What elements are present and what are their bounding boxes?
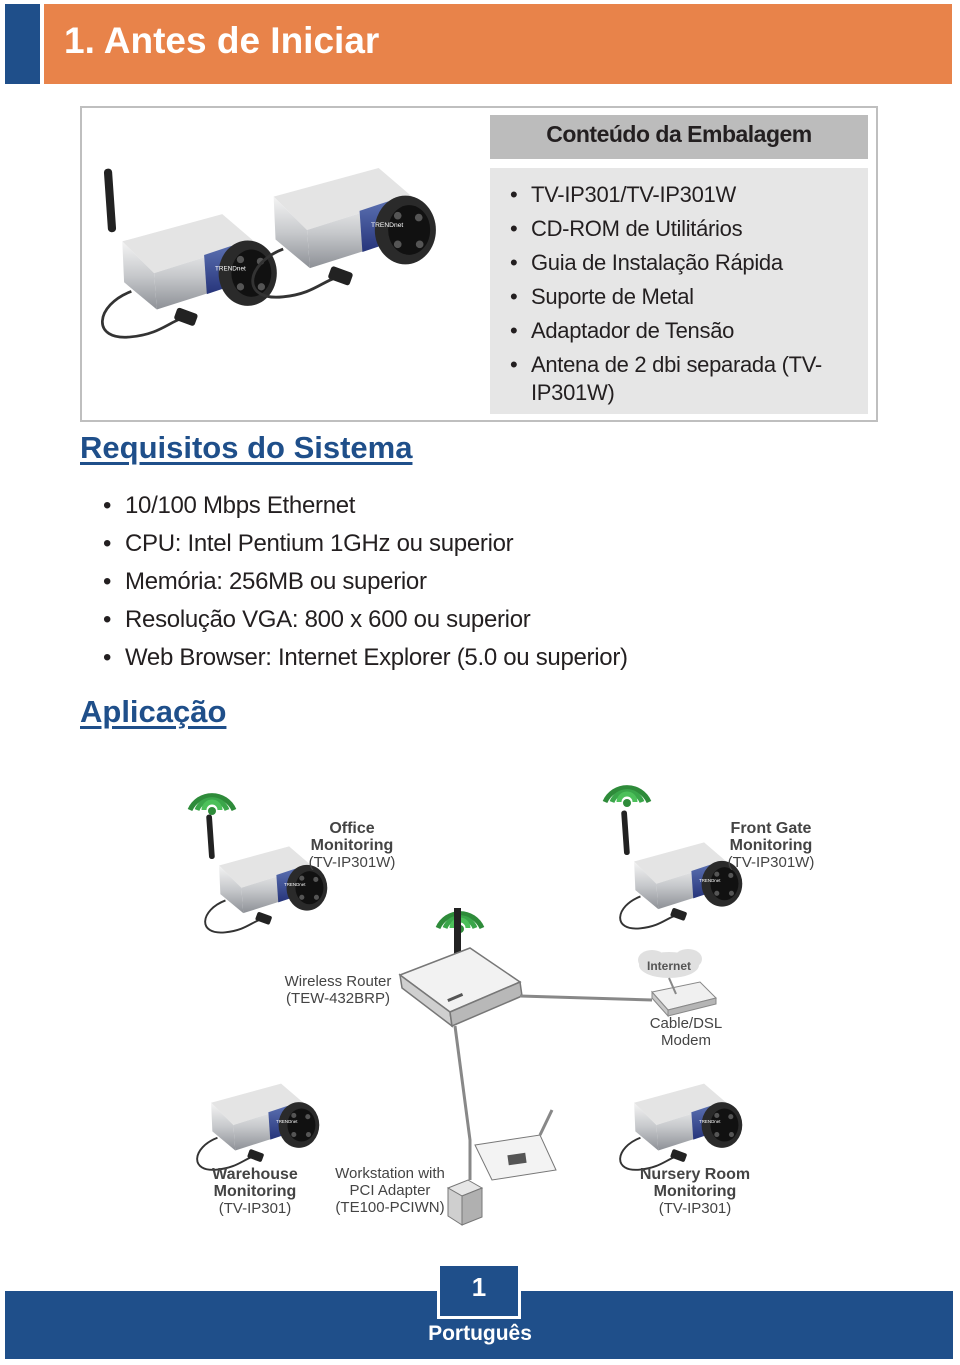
header-accent-block — [5, 4, 40, 84]
warehouse-label-line1: Warehouse — [212, 1166, 298, 1183]
warehouse-label-line2: Monitoring — [213, 1183, 297, 1200]
router-label-line1: Wireless Router — [284, 973, 392, 990]
header-bar — [44, 4, 952, 84]
requirement-item: Web Browser: Internet Explorer (5.0 ou s… — [103, 639, 628, 677]
requirement-item: Resolução VGA: 800 x 600 ou superior — [103, 601, 628, 639]
front-gate-label: Front Gate Monitoring (TV-IP301W) — [711, 820, 831, 871]
network-diagram — [0, 760, 744, 1226]
requirement-item: 10/100 Mbps Ethernet — [103, 487, 628, 525]
workstation-label-line2: PCI Adapter — [349, 1182, 431, 1199]
workstation-image — [446, 1179, 484, 1226]
front-gate-label-line1: Front Gate — [730, 820, 812, 837]
modem-label-line2: Modem — [660, 1032, 712, 1049]
warehouse-label: Warehouse Monitoring (TV-IP301) — [195, 1166, 315, 1217]
package-heading: Conteúdo da Embalagem — [546, 121, 812, 147]
router-label-model: (TEW-432BRP) — [286, 990, 390, 1007]
front-gate-label-model: (TV-IP301W) — [727, 854, 815, 871]
package-frame — [80, 106, 878, 422]
nursery-label-model: (TV-IP301) — [658, 1200, 732, 1217]
wifi-signal-icon — [190, 796, 234, 815]
package-item: Antena de 2 dbi separada (TV-IP301W) — [510, 351, 860, 407]
warehouse-camera-image — [196, 1082, 321, 1171]
internet-label: Internet — [646, 959, 691, 973]
workstation-label: Workstation with PCI Adapter (TE100-PCIW… — [330, 1165, 450, 1216]
internet-cloud-image — [638, 949, 702, 978]
nursery-label-line2: Monitoring — [653, 1183, 737, 1200]
page-title: 1. Antes de Iniciar — [64, 20, 380, 61]
modem-label-line1: Cable/DSL — [649, 1015, 723, 1032]
requirement-item: Memória: 256MB ou superior — [103, 563, 628, 601]
package-item: Guia de Instalação Rápida — [510, 246, 860, 280]
language-label: Português — [428, 1322, 532, 1345]
nursery-label-line1: Nursery Room — [639, 1166, 751, 1183]
requirements-list: 10/100 Mbps Ethernet CPU: Intel Pentium … — [103, 487, 628, 677]
workstation-label-line1: Workstation with — [335, 1165, 445, 1182]
nursery-label: Nursery Room Monitoring (TV-IP301) — [625, 1166, 765, 1217]
package-item: CD-ROM de Utilitários — [510, 212, 860, 246]
page-number: 1 — [471, 1272, 487, 1302]
office-label-line2: Monitoring — [310, 837, 394, 854]
package-item: Adaptador de Tensão — [510, 314, 860, 348]
router-label: Wireless Router (TEW-432BRP) — [278, 973, 398, 1007]
workstation-label-model: (TE100-PCIWN) — [335, 1199, 445, 1216]
package-heading-bar — [490, 115, 868, 159]
office-label-model: (TV-IP301W) — [308, 854, 396, 871]
nursery-camera-image — [619, 1082, 744, 1171]
office-label: Office Monitoring (TV-IP301W) — [292, 820, 412, 871]
page-number-box — [437, 1263, 521, 1319]
package-item: Suporte de Metal — [510, 280, 860, 314]
package-list: TV-IP301/TV-IP301W CD-ROM de Utilitários… — [510, 178, 860, 407]
requirements-title: Requisitos do Sistema — [80, 430, 413, 465]
requirement-item: CPU: Intel Pentium 1GHz ou superior — [103, 525, 628, 563]
wifi-signal-icon — [605, 788, 649, 807]
modem-image — [651, 981, 717, 1018]
package-item: TV-IP301/TV-IP301W — [510, 178, 860, 212]
front-gate-label-line2: Monitoring — [729, 837, 813, 854]
office-label-line1: Office — [329, 820, 375, 837]
router-image — [398, 908, 523, 1028]
application-title: Aplicação — [80, 694, 227, 729]
pci-adapter-image — [474, 1109, 557, 1181]
warehouse-label-model: (TV-IP301) — [218, 1200, 292, 1217]
camera-wired-image — [251, 166, 438, 299]
modem-label: Cable/DSL Modem — [636, 1015, 736, 1049]
